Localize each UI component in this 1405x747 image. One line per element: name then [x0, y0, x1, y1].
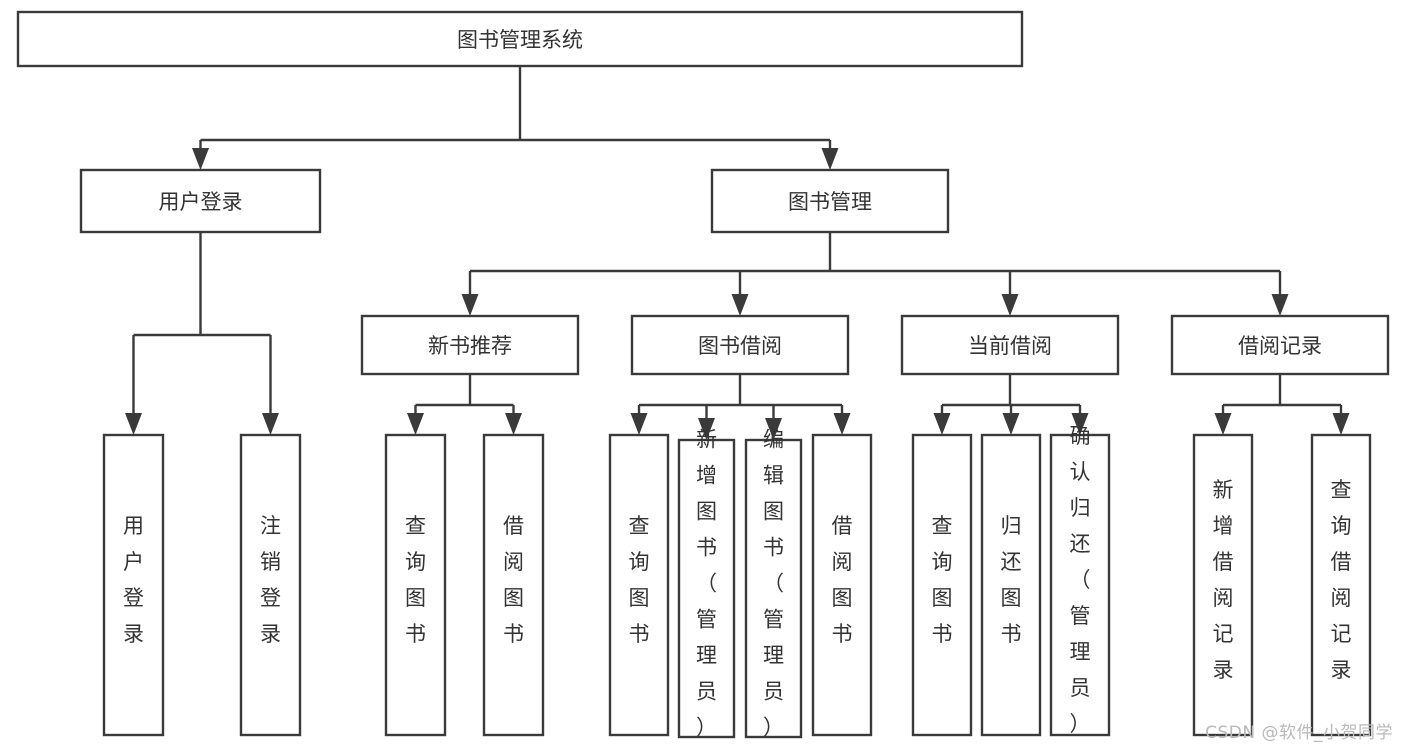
node-leaf-query-book-rec-box [384, 433, 447, 737]
node-user-login-label: 用户登录 [159, 190, 243, 214]
node-leaf-query-record[interactable]: 查询借阅记录 [1310, 433, 1372, 737]
node-new-book-recommend[interactable]: 新书推荐 [360, 314, 580, 376]
connector-layer [125, 66, 1350, 440]
node-leaf-add-record-box [1192, 433, 1254, 737]
node-leaf-confirm-return[interactable]: 确认归还（管理员） [1049, 424, 1111, 737]
new-book-recommend-leaf-0-head [407, 413, 424, 435]
node-leaf-edit-book-box [744, 438, 803, 739]
node-leaf-borrow-book-box [811, 433, 873, 737]
node-leaf-add-record-label: 新增借阅记录 [1213, 478, 1234, 682]
node-leaf-add-book-box [677, 438, 736, 739]
node-leaf-query-book-label: 查询图书 [629, 514, 650, 646]
book-management-l3-1-head [731, 294, 749, 316]
root-to-l2-0-head [192, 148, 209, 170]
node-book-management-label: 图书管理 [788, 190, 872, 214]
node-book-borrow[interactable]: 图书借阅 [630, 314, 850, 376]
node-root[interactable]: 图书管理系统 [16, 10, 1024, 68]
node-leaf-confirm-return-box [1049, 433, 1111, 737]
node-new-book-recommend-box [360, 314, 580, 376]
book-management-l3-0-head [461, 294, 479, 316]
book-management-l3-2-head [1001, 294, 1019, 316]
node-leaf-add-book-label: 新增图书（管理员） [696, 428, 717, 740]
node-leaf-user-login-label: 用户登录 [123, 514, 144, 646]
node-leaf-query-book-rec-label: 查询图书 [405, 514, 426, 646]
node-book-management[interactable]: 图书管理 [710, 168, 950, 234]
node-leaf-query-record-box [1310, 433, 1372, 737]
node-leaf-edit-book-label: 编辑图书（管理员） [763, 428, 784, 740]
node-leaf-borrow-book-rec[interactable]: 借阅图书 [482, 433, 545, 737]
node-leaf-borrow-book-rec-label: 借阅图书 [503, 514, 524, 646]
node-leaf-query-book-cur[interactable]: 查询图书 [911, 433, 973, 737]
node-leaf-query-book-cur-label: 查询图书 [932, 514, 953, 646]
user-login-leaf-0-head [125, 413, 142, 435]
node-borrow-records-label: 借阅记录 [1238, 334, 1322, 358]
book-borrow-leaf-2-head [765, 418, 782, 440]
borrow-records-leaf-1-head [1332, 413, 1350, 435]
node-leaf-query-record-label: 查询借阅记录 [1331, 478, 1352, 682]
new-book-recommend-leaf-1-head [505, 413, 522, 435]
book-management-l3-3-head [1271, 294, 1289, 316]
node-leaf-user-login-box [102, 433, 165, 737]
node-leaf-query-book-rec[interactable]: 查询图书 [384, 433, 447, 737]
node-book-borrow-box [630, 314, 850, 376]
node-leaf-add-book[interactable]: 新增图书（管理员） [677, 428, 736, 740]
watermark-text: CSDN @软件_小贺同学 [1205, 723, 1393, 743]
current-borrow-leaf-0-head [933, 413, 951, 435]
node-leaf-add-record[interactable]: 新增借阅记录 [1192, 433, 1254, 737]
node-root-label: 图书管理系统 [457, 28, 583, 52]
node-leaf-return-book-label: 归还图书 [1001, 514, 1022, 646]
node-book-management-box [710, 168, 950, 234]
node-leaf-return-book[interactable]: 归还图书 [980, 433, 1042, 737]
node-user-login-box [79, 168, 322, 234]
node-leaf-query-book[interactable]: 查询图书 [608, 433, 670, 737]
node-user-login[interactable]: 用户登录 [79, 168, 322, 234]
user-login-leaf-1-head [262, 413, 279, 435]
current-borrow-leaf-2-head [1071, 413, 1089, 435]
node-current-borrow-box [900, 314, 1120, 376]
node-leaf-logout[interactable]: 注销登录 [239, 433, 302, 737]
node-leaf-edit-book[interactable]: 编辑图书（管理员） [744, 428, 803, 740]
borrow-records-leaf-0-head [1214, 413, 1232, 435]
current-borrow-leaf-1-head [1002, 413, 1020, 435]
node-new-book-recommend-label: 新书推荐 [428, 334, 512, 358]
node-borrow-records[interactable]: 借阅记录 [1170, 314, 1390, 376]
node-leaf-confirm-return-label: 确认归还（管理员） [1070, 424, 1091, 736]
node-leaf-borrow-book[interactable]: 借阅图书 [811, 433, 873, 737]
node-leaf-user-login[interactable]: 用户登录 [102, 433, 165, 737]
book-borrow-leaf-3-head [833, 413, 851, 435]
node-root-box [16, 10, 1024, 68]
node-layer: 图书管理系统用户登录图书管理新书推荐图书借阅当前借阅借阅记录用户登录注销登录查询… [16, 10, 1390, 740]
node-leaf-return-book-box [980, 433, 1042, 737]
node-leaf-logout-box [239, 433, 302, 737]
node-borrow-records-box [1170, 314, 1390, 376]
book-borrow-leaf-1-head [698, 418, 715, 440]
node-leaf-query-book-box [608, 433, 670, 737]
node-leaf-borrow-book-label: 借阅图书 [832, 514, 853, 646]
node-current-borrow[interactable]: 当前借阅 [900, 314, 1120, 376]
node-leaf-borrow-book-rec-box [482, 433, 545, 737]
book-borrow-leaf-0-head [630, 413, 648, 435]
root-to-l2-1-head [821, 148, 839, 170]
node-leaf-query-book-cur-box [911, 433, 973, 737]
node-book-borrow-label: 图书借阅 [698, 334, 782, 358]
node-current-borrow-label: 当前借阅 [968, 334, 1052, 358]
node-leaf-logout-label: 注销登录 [260, 514, 281, 646]
